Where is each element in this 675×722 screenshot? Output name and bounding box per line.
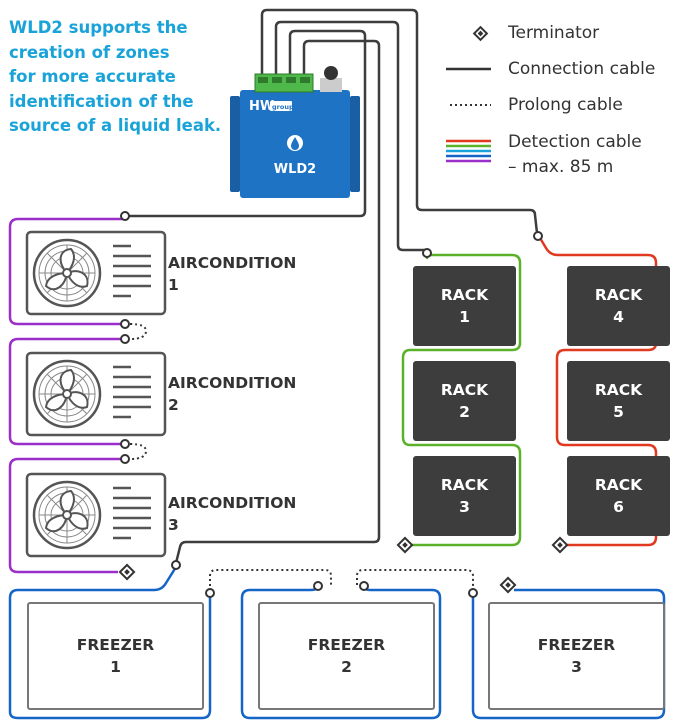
rack-3: RACK 3 bbox=[413, 456, 516, 536]
intro-line: creation of zones bbox=[9, 42, 170, 62]
aircon-label-number: 2 bbox=[168, 396, 179, 414]
aircon-unit-2 bbox=[25, 351, 167, 437]
rack-label: RACK bbox=[440, 476, 489, 494]
red-connector bbox=[533, 231, 543, 241]
rack-number: 6 bbox=[613, 498, 624, 516]
rack-label: RACK bbox=[594, 476, 643, 494]
intro-line: WLD2 supports the bbox=[9, 18, 188, 37]
freezer-1: FREEZER 1 bbox=[27, 602, 204, 710]
purple-connectors bbox=[120, 211, 130, 464]
intro-line: identification of the bbox=[9, 91, 194, 111]
purple-prolong-cables bbox=[129, 323, 148, 460]
legend-terminator-label: Terminator bbox=[508, 23, 600, 43]
aircon-label-number: 1 bbox=[168, 276, 179, 294]
freezer-2: FREEZER 2 bbox=[258, 602, 435, 710]
rack-5: RACK 5 bbox=[567, 361, 670, 441]
rack-6: RACK 6 bbox=[567, 456, 670, 536]
legend-detection-max-label: – max. 85 m bbox=[508, 157, 614, 177]
blue-prolong-cables bbox=[209, 569, 474, 591]
intro-text: WLD2 supports the creation of zones for … bbox=[9, 16, 239, 139]
device-brand-logo: HW bbox=[249, 99, 274, 114]
freezer-number: 2 bbox=[341, 658, 352, 676]
purple-detection-cable bbox=[8, 217, 124, 574]
wld2-device: HW group WLD2 bbox=[230, 66, 360, 198]
device-brand-sub: group bbox=[272, 103, 294, 111]
aircon-label-1: AIRCONDITION 1 bbox=[168, 252, 296, 296]
rack-label: RACK bbox=[440, 381, 489, 399]
freezer-number: 3 bbox=[571, 658, 582, 676]
rack-number: 1 bbox=[459, 308, 470, 326]
connection-cables bbox=[128, 8, 539, 564]
rack-number: 5 bbox=[613, 403, 624, 421]
intro-line: for more accurate bbox=[9, 67, 176, 86]
blue-detection-cable bbox=[8, 566, 666, 720]
aircon-label-name: AIRCONDITION bbox=[168, 254, 297, 272]
red-detection-cable bbox=[538, 237, 658, 547]
legend-detection-stripes bbox=[446, 139, 491, 163]
green-connector bbox=[422, 248, 432, 258]
purple-terminator-icon bbox=[118, 563, 136, 581]
aircon-unit-1 bbox=[25, 230, 167, 316]
freezer-number: 1 bbox=[110, 658, 121, 676]
aircon-unit-3 bbox=[25, 472, 167, 558]
rack-label: RACK bbox=[594, 286, 643, 304]
intro-line: source of a liquid leak. bbox=[9, 116, 222, 135]
aircon-label-3: AIRCONDITION 3 bbox=[168, 492, 296, 536]
red-terminator-icon bbox=[551, 536, 569, 554]
rack-number: 3 bbox=[459, 498, 470, 516]
rack-number: 4 bbox=[613, 308, 624, 326]
blue-connectors bbox=[171, 560, 478, 598]
freezer-label: FREEZER bbox=[76, 636, 155, 654]
rack-label: RACK bbox=[440, 286, 489, 304]
aircon-label-name: AIRCONDITION bbox=[168, 494, 297, 512]
rack-number: 2 bbox=[459, 403, 470, 421]
aircon-label-name: AIRCONDITION bbox=[168, 374, 297, 392]
legend-prolong-label: Prolong cable bbox=[508, 95, 623, 115]
rack-1: RACK 1 bbox=[413, 266, 516, 346]
device-name-label: WLD2 bbox=[274, 162, 316, 177]
legend-connection-label: Connection cable bbox=[508, 59, 656, 79]
rack-2: RACK 2 bbox=[413, 361, 516, 441]
legend-detection-label: Detection cable bbox=[508, 132, 642, 152]
freezer-3: FREEZER 3 bbox=[488, 602, 665, 710]
freezer-label: FREEZER bbox=[307, 636, 386, 654]
aircon-label-2: AIRCONDITION 2 bbox=[168, 372, 296, 416]
green-detection-cable bbox=[401, 253, 522, 547]
green-terminator-icon bbox=[396, 536, 414, 554]
blue-terminator-icon bbox=[499, 576, 517, 594]
rack-4: RACK 4 bbox=[567, 266, 670, 346]
rack-label: RACK bbox=[594, 381, 643, 399]
freezer-label: FREEZER bbox=[537, 636, 616, 654]
legend-terminator-icon bbox=[472, 25, 489, 42]
aircon-label-number: 3 bbox=[168, 516, 179, 534]
